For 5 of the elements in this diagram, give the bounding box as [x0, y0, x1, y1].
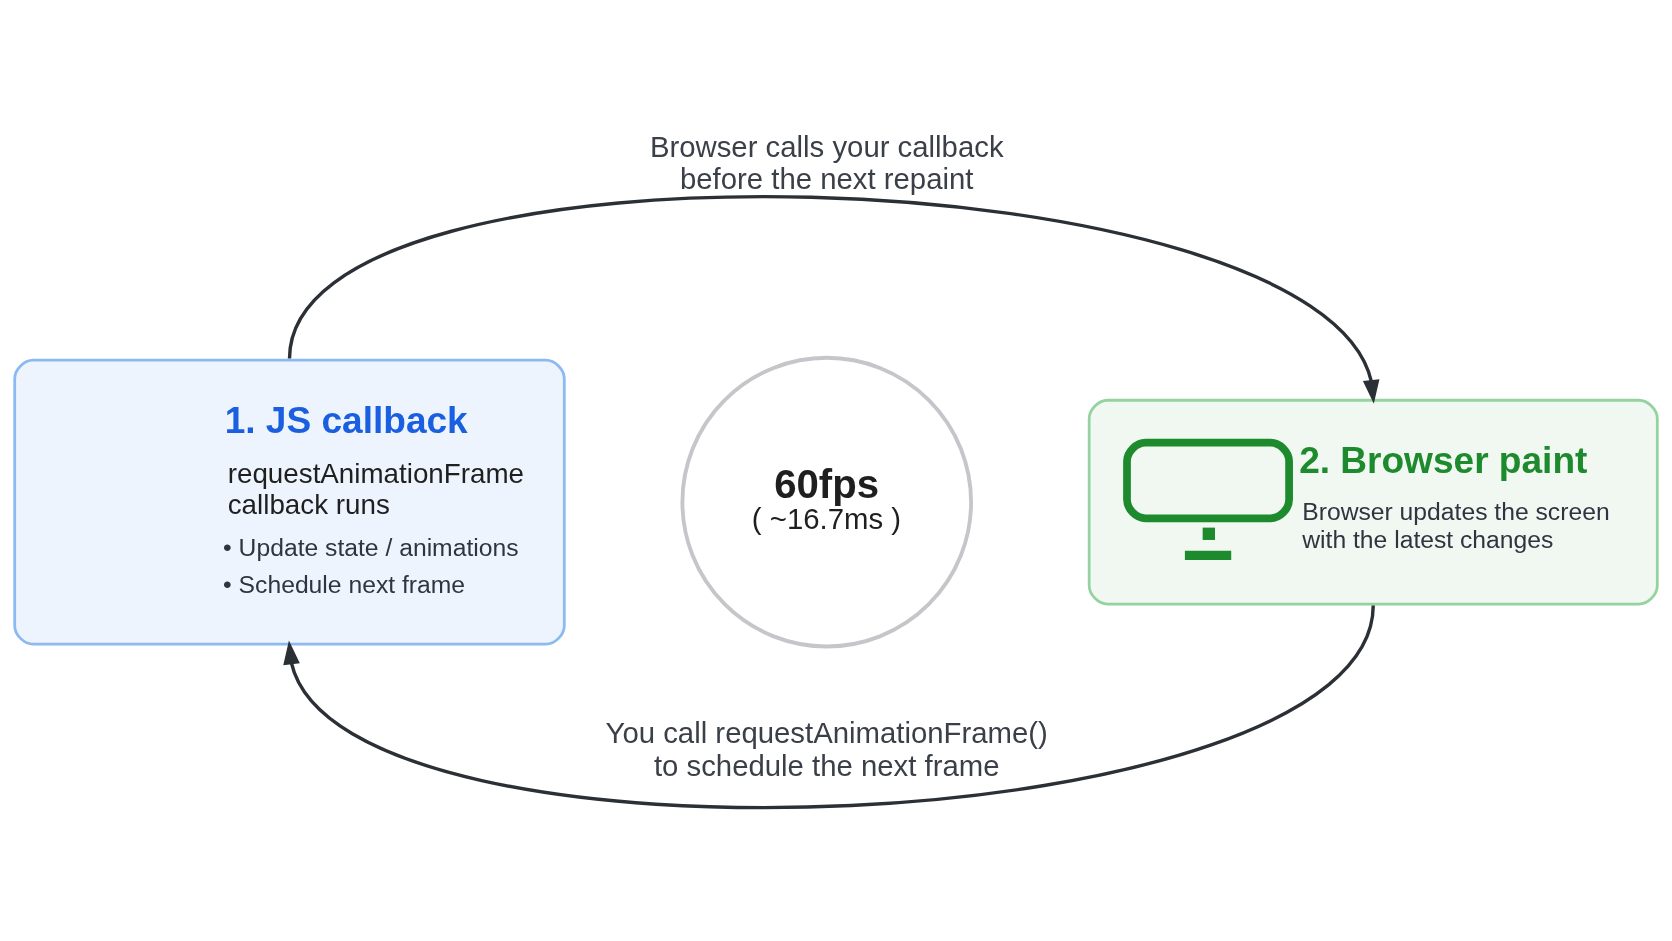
- node-circle: 60fps ( ~16.7ms ): [680, 355, 973, 649]
- node-box: 1. JS callback requestAnimationFrame callback runs • Update state / animations • Schedule next frame: [13, 358, 566, 646]
- edge-label: Browser calls your callback before the next repaint: [649, 129, 1004, 196]
- node-box: 2. Browser paint Browser updates the screen with the latest changes: [1087, 398, 1659, 606]
- edge-label: You call requestAnimationFrame() to schedule the next frame: [605, 716, 1048, 782]
